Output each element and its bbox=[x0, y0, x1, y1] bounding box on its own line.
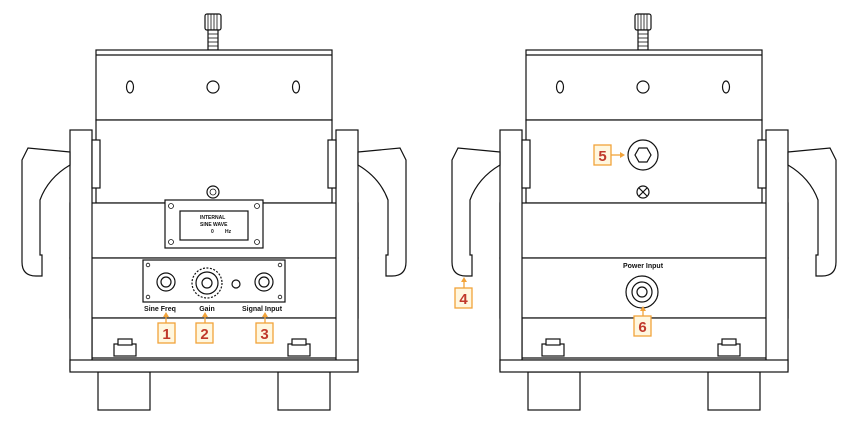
sine-freq-switch[interactable] bbox=[156, 272, 176, 292]
hex-bolt bbox=[627, 139, 659, 171]
side-post-right-front bbox=[335, 129, 359, 371]
power-input-label: Power Input bbox=[623, 263, 664, 270]
callout-5: 5 bbox=[593, 144, 625, 166]
callout-number-3: 3 bbox=[260, 326, 268, 343]
side-post-right-back bbox=[765, 129, 789, 371]
callout-number-6: 6 bbox=[638, 319, 646, 336]
side-clamp-right-front bbox=[327, 139, 337, 189]
top-plate-back bbox=[525, 49, 763, 121]
callout-number-4: 4 bbox=[459, 291, 468, 308]
middle-band-back bbox=[499, 202, 789, 259]
side-clamp-left-back bbox=[521, 139, 531, 189]
callout-number-5: 5 bbox=[598, 148, 606, 165]
callout-number-2: 2 bbox=[200, 326, 208, 343]
control-panel bbox=[142, 259, 286, 303]
sine-freq-label: Sine Freq bbox=[144, 306, 176, 313]
side-post-left-front bbox=[69, 129, 93, 371]
display-unit: Hz bbox=[225, 229, 232, 235]
signal-input-connector[interactable] bbox=[254, 272, 274, 292]
callout-1: 1 bbox=[157, 312, 176, 344]
callout-3: 3 bbox=[255, 312, 274, 344]
gain-label: Gain bbox=[199, 306, 215, 313]
base-bolt-right-back bbox=[717, 338, 741, 357]
side-clamp-right-back bbox=[757, 139, 767, 189]
foot-left-back bbox=[527, 371, 581, 411]
foot-left-front bbox=[97, 371, 151, 411]
front-view: INTERNAL SINE WAVE 0 Hz Sine Freq Gain S… bbox=[21, 13, 407, 411]
foot-right-back bbox=[707, 371, 761, 411]
display-line1: INTERNAL bbox=[200, 215, 225, 221]
handle-right-front bbox=[357, 147, 407, 277]
handle-left-back bbox=[451, 147, 501, 277]
indicator-led bbox=[231, 279, 241, 289]
top-plate-front bbox=[95, 49, 333, 121]
side-post-left-back bbox=[499, 129, 523, 371]
handle-left-front bbox=[21, 147, 71, 277]
top-screw-front bbox=[206, 185, 220, 199]
base-bolt-left-front bbox=[113, 338, 137, 357]
base-bolt-left-back bbox=[541, 338, 565, 357]
top-thumbscrew-front bbox=[204, 13, 222, 51]
foot-right-front bbox=[277, 371, 331, 411]
callout-2: 2 bbox=[195, 312, 214, 344]
lock-screw-back bbox=[636, 185, 650, 199]
display-value: 0 bbox=[211, 229, 214, 235]
display-line2: SINE WAVE bbox=[200, 222, 228, 228]
callout-4: 4 bbox=[454, 277, 473, 309]
handle-right-back bbox=[787, 147, 837, 277]
callout-number-1: 1 bbox=[162, 326, 170, 343]
callout-6: 6 bbox=[633, 306, 652, 337]
display-module bbox=[164, 199, 264, 249]
signal-input-label: Signal Input bbox=[242, 306, 283, 313]
base-bolt-right-front bbox=[287, 338, 311, 357]
gain-knob[interactable] bbox=[191, 267, 223, 299]
back-view: Power Input bbox=[451, 13, 837, 411]
bottom-rail-front bbox=[69, 359, 359, 373]
top-thumbscrew-back bbox=[634, 13, 652, 51]
bottom-rail-back bbox=[499, 359, 789, 373]
side-clamp-left-front bbox=[91, 139, 101, 189]
upper-body-front bbox=[95, 119, 333, 204]
